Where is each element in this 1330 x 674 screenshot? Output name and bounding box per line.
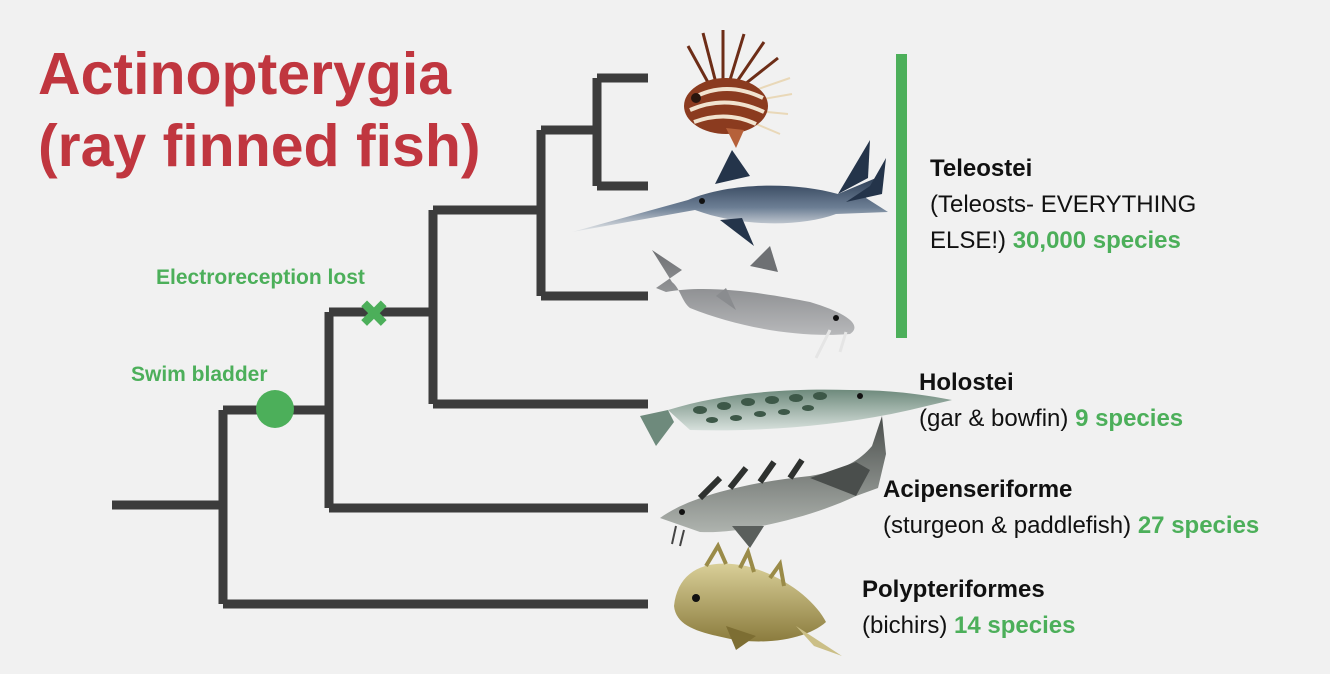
tree-branches [112, 73, 648, 609]
teleostei-desc-2: ELSE!) [930, 227, 1007, 254]
acipenseriforme-species: 27 species [1137, 512, 1260, 539]
electroreception-lost-label: Electroreception lost [156, 266, 365, 289]
holostei-species: 9 species [1075, 405, 1184, 432]
title-line-1: Actinopterygia [38, 41, 452, 107]
polypteriformes-species: 14 species [954, 612, 1076, 639]
page-title: Actinopterygia (ray finned fish) [38, 38, 481, 182]
node-3-branch [428, 205, 648, 409]
swim-bladder-label: Swim bladder [131, 363, 268, 386]
acipenseriforme-name: Acipenseriforme [883, 476, 1073, 503]
bichir-image [674, 541, 842, 656]
polypteriformes-label: Polypteriformes (bichirs) 14 species [862, 572, 1075, 644]
teleostei-label: Teleostei (Teleosts- EVERYTHING ELSE!) 3… [930, 151, 1196, 259]
lionfish-image [684, 30, 793, 148]
node-2-branch [324, 307, 648, 513]
polypteriformes-desc: (bichirs) [862, 612, 948, 639]
swim-bladder-marker [256, 390, 294, 428]
gar-image [640, 389, 952, 446]
node-4-branch [536, 125, 648, 301]
swordfish-image [572, 140, 888, 246]
acipenseriforme-desc: (sturgeon & paddlefish) [883, 512, 1132, 539]
sturgeon-image [660, 416, 886, 548]
teleostei-desc-1: (Teleosts- EVERYTHING [930, 191, 1197, 218]
holostei-desc: (gar & bowfin) [919, 405, 1069, 432]
holostei-label: Holostei (gar & bowfin) 9 species [919, 365, 1183, 437]
node-5-branch [592, 73, 648, 191]
catfish-image [652, 246, 855, 359]
teleostei-bracket [896, 54, 907, 338]
polypteriformes-name: Polypteriformes [862, 576, 1045, 603]
holostei-name: Holostei [919, 369, 1014, 396]
acipenseriforme-label: Acipenseriforme (sturgeon & paddlefish) … [883, 472, 1259, 544]
teleostei-species: 30,000 species [1012, 227, 1181, 254]
title-line-2: (ray finned fish) [38, 113, 481, 179]
teleostei-name: Teleostei [930, 155, 1033, 182]
electroreception-lost-marker: ✖ [358, 294, 390, 336]
